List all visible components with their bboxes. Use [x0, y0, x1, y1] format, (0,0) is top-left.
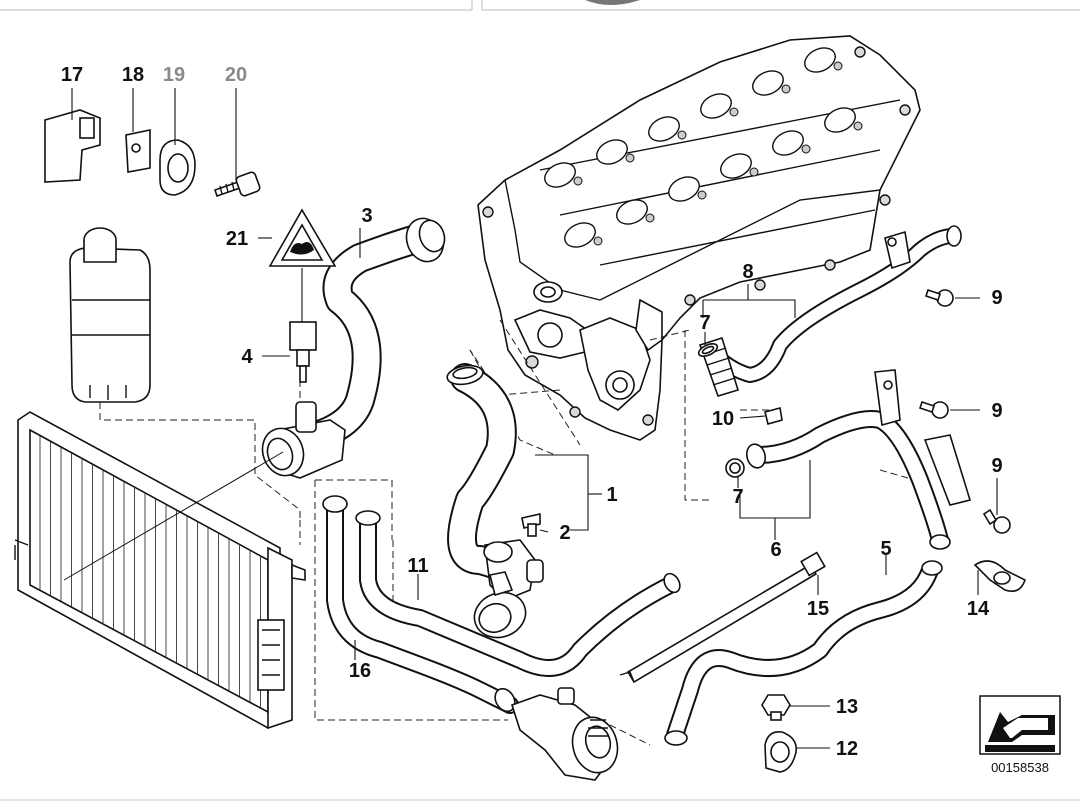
head-bolt — [781, 84, 791, 94]
callout-7-low: 7 — [732, 486, 743, 508]
head-bolt — [697, 190, 707, 200]
leader-lines — [71, 88, 998, 749]
water-pump — [511, 687, 619, 781]
head-bolt — [645, 213, 655, 223]
head-bolt — [801, 144, 811, 154]
cable-tie — [619, 551, 826, 684]
head-bolt — [729, 107, 739, 117]
cam-lobe — [720, 153, 752, 179]
callout-9-low: 9 — [991, 455, 1002, 477]
hose-16 — [322, 495, 519, 714]
head-bolt — [833, 61, 843, 71]
callout-4: 4 — [241, 346, 253, 368]
screw-9c — [982, 508, 1011, 534]
head-bolt — [625, 153, 635, 163]
reference-number: 00158538 — [991, 760, 1049, 775]
callout-5: 5 — [880, 538, 891, 560]
callout-9-top: 9 — [991, 287, 1002, 309]
radiator — [14, 411, 306, 730]
screw-9a — [924, 288, 954, 307]
hose-3-upper — [285, 217, 446, 455]
callout-10: 10 — [712, 408, 734, 430]
head-bolt — [749, 167, 759, 177]
callout-3: 3 — [361, 205, 372, 227]
callout-13: 13 — [836, 696, 858, 718]
cam-lobe — [668, 176, 700, 202]
cam-lobe — [596, 139, 628, 165]
hose-6 — [745, 369, 972, 550]
callout-9-mid: 9 — [991, 400, 1002, 422]
cam-lobe — [772, 130, 804, 156]
cam-lobe — [544, 162, 576, 188]
screw-9b — [918, 400, 949, 419]
cam-lobe — [700, 93, 732, 119]
cam-lobe — [824, 107, 856, 133]
hose-5 — [664, 560, 943, 746]
hose-1-main — [446, 363, 544, 639]
head-bolt — [853, 121, 863, 131]
callout-11: 11 — [407, 555, 428, 577]
thermostat-housing — [63, 401, 346, 581]
hose-11 — [355, 510, 681, 677]
camshaft-lobes — [544, 47, 863, 248]
callout-15: 15 — [807, 598, 829, 620]
cam-lobe — [752, 70, 784, 96]
callout-17: 17 — [61, 64, 83, 86]
expansion-tank — [69, 227, 151, 403]
head-bolt — [593, 236, 603, 246]
cam-lobe — [564, 222, 596, 248]
callout-14: 14 — [967, 598, 990, 620]
view-direction-icon — [985, 712, 1055, 752]
callout-1: 1 — [606, 484, 617, 506]
callout-19: 19 — [163, 64, 185, 86]
callout-2: 2 — [559, 522, 570, 544]
head-bolt — [677, 130, 687, 140]
callout-21: 21 — [226, 228, 248, 250]
reference-box: 00158538 — [979, 695, 1061, 775]
callout-8: 8 — [742, 261, 753, 283]
callout-16: 16 — [349, 660, 371, 682]
cylinder-head — [477, 35, 921, 441]
callout-12: 12 — [836, 738, 858, 760]
callout-7-top: 7 — [699, 312, 710, 334]
callout-18: 18 — [122, 64, 144, 86]
callout-20: 20 — [225, 64, 247, 86]
callout-6: 6 — [770, 539, 781, 561]
cam-lobe — [648, 116, 680, 142]
cam-lobe — [616, 199, 648, 225]
cam-lobe — [804, 47, 836, 73]
callout-labels: 17 18 19 20 21 3 4 8 9 7 10 9 9 1 7 2 6 … — [61, 64, 1003, 760]
small-parts — [44, 109, 1026, 773]
head-bolt — [573, 176, 583, 186]
radiator-fins — [39, 436, 261, 708]
